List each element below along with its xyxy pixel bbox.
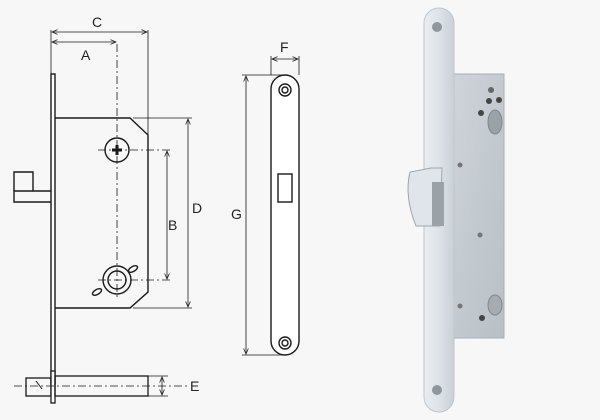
dim-label-a: A bbox=[81, 47, 91, 63]
faceplate-front-view bbox=[270, 74, 300, 356]
dim-label-c: C bbox=[92, 14, 102, 30]
dim-label-d: D bbox=[192, 200, 202, 216]
dim-label-e: E bbox=[190, 378, 199, 394]
product-photo bbox=[407, 7, 505, 413]
bottom-view bbox=[25, 370, 149, 404]
side-view-lock-body bbox=[13, 73, 149, 385]
dim-label-b: B bbox=[168, 217, 177, 233]
dim-label-g: G bbox=[231, 206, 242, 222]
dim-label-f: F bbox=[280, 39, 289, 55]
